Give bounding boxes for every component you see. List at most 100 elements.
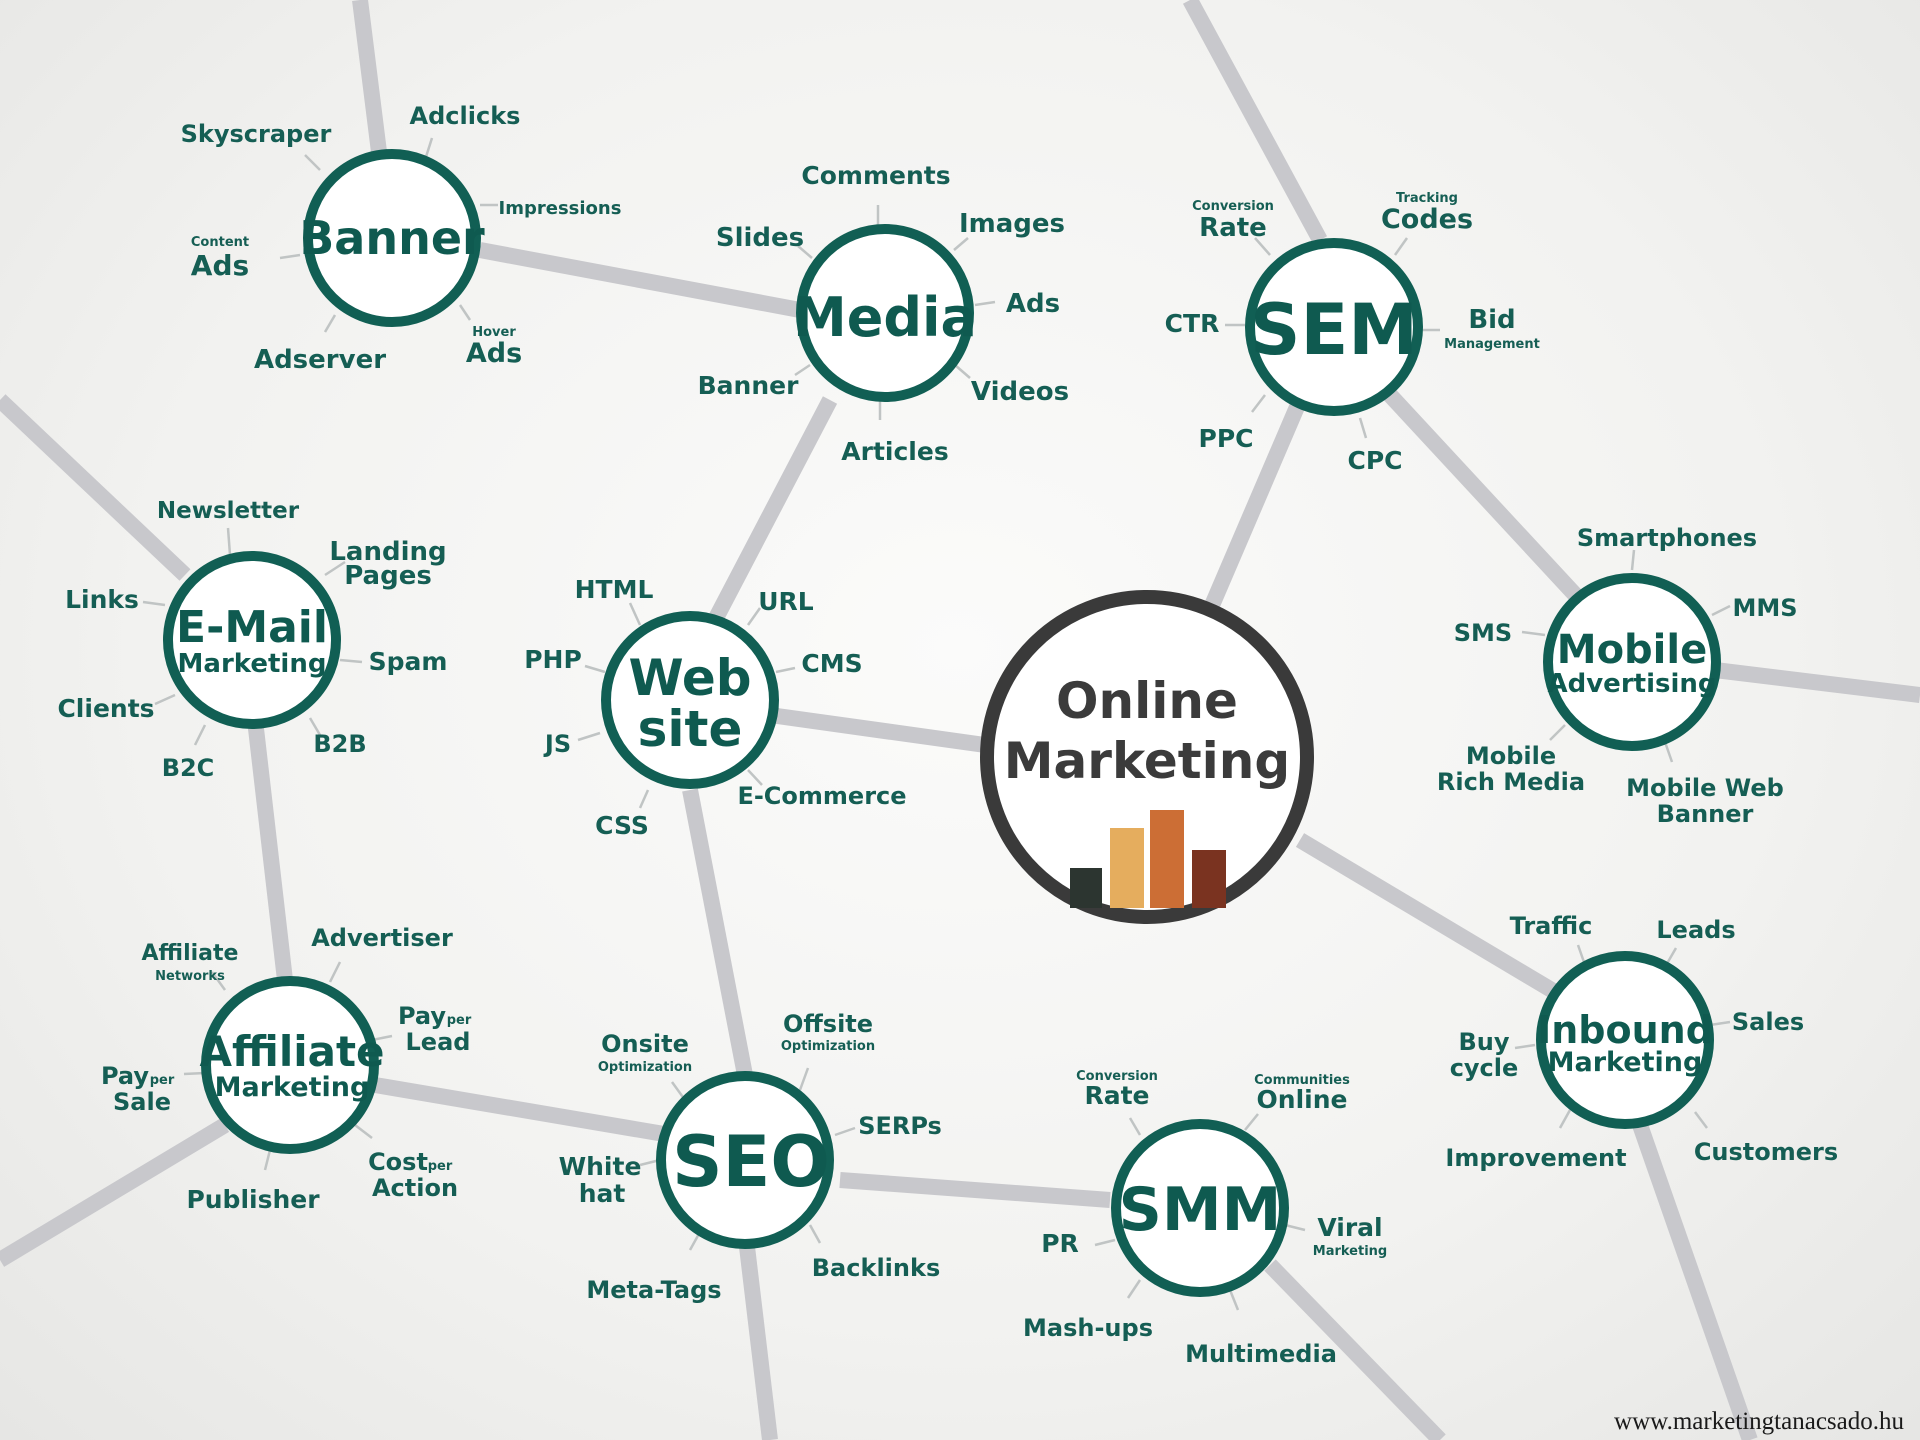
label-media-banner: Banner [698, 371, 799, 400]
edge-media-website [707, 396, 838, 624]
label-buy-cycle-1: Buy [1458, 1028, 1509, 1056]
label-cost-per-action-small: per [428, 1159, 453, 1174]
label-ctr: CTR [1165, 309, 1220, 338]
label-spam: Spam [369, 647, 448, 676]
center-online-marketing[interactable]: Online Marketing [980, 590, 1314, 924]
hub-sem[interactable]: SEM Conversion Rate Tracking Codes CTR B… [1165, 191, 1540, 475]
affiliate-title-1: Affiliate [199, 1027, 384, 1076]
mobile-ticks [1521, 549, 1731, 763]
label-customers: Customers [1694, 1138, 1838, 1166]
label-hover-ads: Ads [466, 338, 522, 369]
label-bid-management: Bid [1468, 305, 1515, 335]
label-improvement: Improvement [1445, 1144, 1626, 1172]
smm-ticks [1094, 1113, 1306, 1311]
label-tracking-codes-small: Tracking [1396, 191, 1458, 206]
website-title-1: Web [628, 649, 751, 707]
hub-website[interactable]: Web site HTML URL PHP CMS JS E-Commerce … [524, 575, 906, 840]
label-onsite-optimization: Onsite [601, 1030, 689, 1058]
label-landing-pages-1: Landing [329, 537, 446, 567]
label-ppc: PPC [1199, 424, 1254, 453]
center-title-1: Online [1056, 672, 1238, 730]
hub-seo[interactable]: SEO Onsite Optimization Offsite Optimiza… [559, 1010, 942, 1304]
label-publisher: Publisher [186, 1185, 320, 1214]
edge-mobile-offscreen [1714, 662, 1920, 703]
label-landing-pages-2: Pages [344, 561, 432, 591]
label-pay-per-lead-small: per [447, 1013, 472, 1028]
label-mobile-rich-media-2: Rich Media [1437, 768, 1585, 796]
label-clients: Clients [57, 694, 154, 723]
label-images: Images [959, 209, 1065, 239]
label-b2c: B2C [162, 754, 215, 782]
smm-circle [1111, 1119, 1289, 1297]
hub-banner[interactable]: Banner Skyscraper Adclicks Impressions C… [181, 102, 622, 375]
sem-ticks [1225, 237, 1440, 439]
label-adserver: Adserver [254, 345, 386, 375]
label-mms: MMS [1732, 594, 1797, 622]
banner-ticks [279, 137, 498, 333]
edge-seo-offscreen [737, 1229, 778, 1440]
inbound-title-1: Inbound [1537, 1008, 1713, 1052]
hub-mobile-advertising[interactable]: Mobile Advertising Smartphones SMS MMS M… [1437, 524, 1798, 828]
email-title-1: E-Mail [176, 602, 328, 653]
label-affiliate-networks: Affiliate [142, 941, 239, 966]
label-backlinks: Backlinks [812, 1254, 940, 1282]
label-cms: CMS [801, 649, 862, 678]
label-ecommerce: E-Commerce [737, 782, 906, 810]
label-mash-ups: Mash-ups [1023, 1314, 1153, 1342]
affiliate-circle [201, 976, 379, 1154]
edge-center-inbound [1295, 833, 1565, 1002]
label-smartphones: Smartphones [1577, 524, 1757, 552]
label-multimedia: Multimedia [1185, 1340, 1337, 1368]
hub-media[interactable]: Media Comments Slides Images Ads Banner … [698, 161, 1069, 466]
media-title: Media [793, 286, 977, 349]
label-communities-online: Online [1257, 1085, 1348, 1114]
edge-banner-media [478, 242, 802, 318]
label-b2b: B2B [313, 730, 366, 758]
website-ticks [577, 602, 796, 809]
edge-email-offscreen [0, 394, 191, 581]
label-content-ads-small: Content [191, 235, 249, 250]
label-bid-management-small: Management [1444, 337, 1540, 352]
label-ads: Ads [1006, 289, 1060, 319]
label-links: Links [65, 585, 139, 614]
edge-sem-offscreen [1182, 0, 1328, 244]
hub-email-marketing[interactable]: E-Mail Marketing Newsletter Landing Page… [57, 498, 447, 782]
email-title-2: Marketing [178, 649, 327, 679]
center-bar-3 [1150, 810, 1184, 908]
label-cpc: CPC [1347, 446, 1402, 475]
website-title-2: site [638, 700, 743, 758]
label-html: HTML [575, 575, 654, 604]
banner-title: Banner [299, 211, 485, 265]
label-newsletter: Newsletter [157, 498, 300, 524]
label-tracking-codes: Codes [1381, 204, 1473, 235]
edge-sem-center [1202, 396, 1308, 614]
inbound-title-2: Marketing [1548, 1047, 1703, 1078]
label-mobile-rich-media-1: Mobile [1466, 742, 1556, 770]
label-cost-per-action: Cost [368, 1148, 428, 1176]
edge-affiliate-seo [373, 1077, 672, 1143]
website-circle [601, 611, 779, 789]
label-advertiser: Advertiser [311, 924, 453, 952]
label-conversion-rate-small: Conversion [1192, 199, 1274, 214]
media-circle [796, 224, 974, 402]
mobile-title-2: Advertising [1548, 669, 1717, 699]
edge-inbound-offscreen [1632, 1122, 1758, 1440]
edge-email-affiliate [247, 719, 293, 981]
edge-sem-mobile [1384, 389, 1586, 606]
label-slides: Slides [716, 223, 804, 253]
label-conversion-rate-smm: Rate [1084, 1081, 1149, 1110]
hub-smm[interactable]: SMM Conversion Rate Communities Online V… [1023, 1069, 1387, 1368]
edge-website-seo [682, 788, 753, 1077]
label-pay-per-sale: Pay [101, 1062, 149, 1090]
center-circle [980, 590, 1314, 924]
label-conversion-rate: Rate [1199, 213, 1267, 243]
label-comments: Comments [801, 161, 950, 190]
label-mobile-web-banner-2: Banner [1657, 800, 1754, 828]
center-bar-1 [1070, 868, 1102, 908]
hub-affiliate-marketing[interactable]: Affiliate Marketing Affiliate Networks A… [101, 924, 472, 1214]
email-circle [163, 551, 341, 729]
label-serps: SERPs [858, 1112, 942, 1140]
hub-inbound-marketing[interactable]: Inbound Marketing Traffic Leads Sales Bu… [1445, 912, 1838, 1172]
affiliate-title-2: Marketing [215, 1072, 370, 1103]
